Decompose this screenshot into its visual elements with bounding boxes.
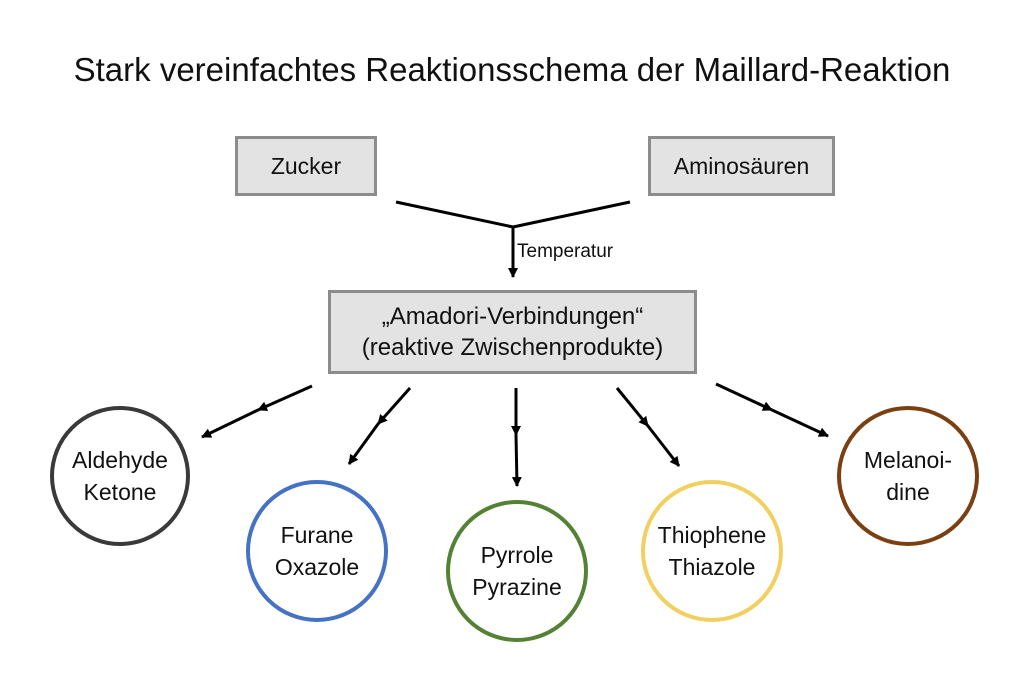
product-furane-oxazole-line1: Furane <box>280 522 354 548</box>
product-aldehyde-ketone-line2: Ketone <box>83 479 157 505</box>
product-melanoidine: Melanoi- dine <box>837 406 979 546</box>
intermediate-box: „Amadori-Verbindungen“ (reaktive Zwische… <box>328 290 697 374</box>
product-furane-oxazole-line2: Oxazole <box>274 554 360 580</box>
product-melanoidine-line1: Melanoi- <box>863 447 953 473</box>
input-zucker-box: Zucker <box>235 136 377 196</box>
arrow-to-thiophene-thiazole <box>615 387 681 467</box>
product-thiophene-thiazole-line2: Thiazole <box>668 554 756 580</box>
merge-line-right <box>512 200 631 229</box>
arrow-to-furane-oxazole <box>347 387 412 465</box>
temperature-label: Temperatur <box>517 241 614 262</box>
product-pyrrole-pyrazine: Pyrrole Pyrazine <box>446 500 588 642</box>
product-thiophene-thiazole-line1: Thiophene <box>657 522 767 548</box>
intermediate-line2: (reaktive Zwischenprodukte) <box>361 334 664 361</box>
arrow-to-aldehyde-ketone <box>201 384 313 439</box>
product-melanoidine-line2: dine <box>886 479 930 505</box>
arrow-to-pyrrole-pyrazine <box>511 388 522 487</box>
product-furane-oxazole: Furane Oxazole <box>246 480 388 622</box>
page-title: Stark vereinfachtes Reaktionsschema der … <box>73 51 951 88</box>
product-aldehyde-ketone: Aldehyde Ketone <box>50 406 190 546</box>
arrow-to-melanoidine <box>715 382 829 438</box>
product-thiophene-thiazole: Thiophene Thiazole <box>641 480 783 622</box>
product-pyrrole-pyrazine-line2: Pyrazine <box>472 574 562 600</box>
input-zucker-label: Zucker <box>270 152 342 179</box>
merge-line-left <box>395 200 514 229</box>
input-aminosaeuren-box: Aminosäuren <box>648 136 835 196</box>
intermediate-line1: „Amadori-Verbindungen“ <box>381 303 644 330</box>
input-aminosaeuren-label: Aminosäuren <box>673 152 810 179</box>
product-aldehyde-ketone-line1: Aldehyde <box>72 447 168 473</box>
product-pyrrole-pyrazine-line1: Pyrrole <box>480 542 554 568</box>
